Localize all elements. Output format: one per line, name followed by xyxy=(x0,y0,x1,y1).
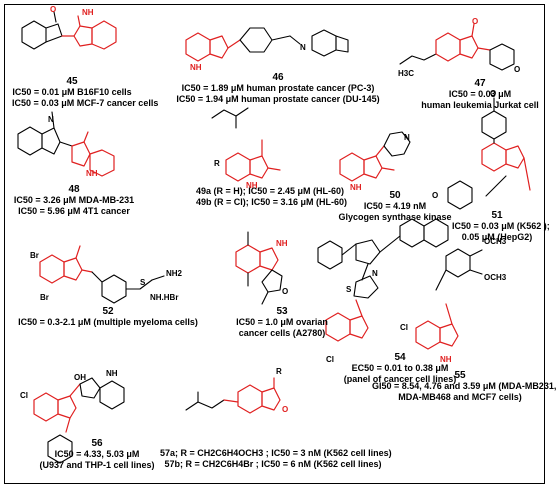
atom-cl-54: Cl xyxy=(326,355,334,364)
atom-r-49: R xyxy=(214,159,220,168)
caption-49: 49a (R = H); IC50 = 2.45 μM (HL-60) 49b … xyxy=(196,186,348,208)
caption-45-line-1: IC50 = 0.01 μM B16F10 cells xyxy=(12,87,132,97)
caption-47: 47 IC50 = 0.03 μM human leukemia Jurkat … xyxy=(420,78,540,111)
caption-54: 54 EC50 = 0.01 to 0.38 μM (panel of canc… xyxy=(342,352,458,385)
caption-56-line-1: IC50 = 4.33, 5.03 μM xyxy=(54,449,140,459)
atom-r-57: R xyxy=(276,367,282,376)
caption-47-line-2: human leukemia Jurkat cell xyxy=(421,100,539,110)
caption-46-line-1: IC50 = 1.89 μM human prostate cancer (PC… xyxy=(181,83,375,93)
caption-55-line-1: GI50 = 8.54, 4.76 and 3.59 μM (MDA-MB231… xyxy=(372,381,556,391)
atom-cl-55: Cl xyxy=(400,323,408,332)
caption-50: 50 IC50 = 4.19 nM Glycogen synthase kina… xyxy=(338,190,452,223)
atom-n-54: N xyxy=(372,269,378,278)
caption-51-line-2: 0.05 μM (HepG2) xyxy=(461,232,533,242)
structure-57 xyxy=(185,377,281,414)
caption-46-line-2: IC50 = 1.94 μM human prostate cancer (DU… xyxy=(176,94,380,104)
atom-nh-46: NH xyxy=(190,63,202,72)
atom-o2-51: O xyxy=(432,191,438,200)
compound-number-46: 46 xyxy=(272,72,284,83)
caption-55-line-2: MDA-MB468 and MCF7 cells) xyxy=(398,392,522,402)
atom-o-45: O xyxy=(50,5,56,14)
structure-53 xyxy=(235,231,283,305)
atom-nh-56: NH xyxy=(106,369,118,378)
caption-46: 46 IC50 = 1.89 μM human prostate cancer … xyxy=(168,72,388,105)
atom-nhhbr-52: NH.HBr xyxy=(150,293,178,302)
atom-o-47: O xyxy=(472,17,478,26)
atom-cl-56: Cl xyxy=(20,391,28,400)
caption-53: 53 IC50 = 1.0 μM ovarian cancer cells (A… xyxy=(232,306,332,339)
atom-nh-45: NH xyxy=(82,8,94,17)
atom-n-46: N xyxy=(300,43,306,52)
caption-48-line-1: IC50 = 3.26 μM MDA-MB-231 xyxy=(13,195,135,205)
atom-o-53: O xyxy=(282,287,288,296)
caption-45-line-2: IC50 = 0.03 μM MCF-7 cancer cells xyxy=(12,98,159,108)
atom-nh-55: NH xyxy=(440,355,452,364)
structure-45 xyxy=(21,11,117,50)
caption-52: 52 IC50 = 0.3-2.1 μM (multiple myeloma c… xyxy=(18,306,198,328)
atom-n-50: N xyxy=(404,133,410,142)
caption-53-line-1: IC50 = 1.0 μM ovarian xyxy=(236,317,328,327)
atom-o-51: O xyxy=(490,89,496,98)
atom-och3a-55: OCH3 xyxy=(484,237,507,246)
figure-frame xyxy=(4,4,545,484)
atom-ome-47: O xyxy=(514,65,520,74)
caption-45: 45 IC50 = 0.01 μM B16F10 cells IC50 = 0.… xyxy=(12,76,159,109)
caption-51: 51 IC50 = 0.03 μM (K562 ); 0.05 μM (HepG… xyxy=(452,210,550,243)
structure-51 xyxy=(447,97,531,210)
structure-54 xyxy=(317,218,449,342)
atom-s-54: S xyxy=(346,285,352,294)
caption-49-line-1: 49a (R = H); IC50 = 2.45 μM (HL-60) xyxy=(196,186,345,196)
caption-48-line-2: IC50 = 5.96 μM 4T1 cancer xyxy=(18,206,130,216)
atom-nh-50: NH xyxy=(350,183,362,192)
caption-57-line-2: 57b; R = CH2C6H4Br ; IC50 = 6 nM (K562 c… xyxy=(164,459,382,469)
atom-s-52: S xyxy=(140,278,146,287)
structure-55 xyxy=(415,248,483,350)
atom-och3b-55: OCH3 xyxy=(484,273,507,282)
atom-oh-56: OH xyxy=(74,373,86,382)
caption-48: 48 IC50 = 3.26 μM MDA-MB-231 IC50 = 5.96… xyxy=(8,184,140,217)
caption-49-line-2: 49b (R = Cl); IC50 = 3.16 μM (HL-60) xyxy=(196,197,348,207)
compound-number-47: 47 xyxy=(474,78,486,89)
caption-57-line-1: 57a; R = CH2C6H4OCH3 ; IC50 = 3 nM (K562… xyxy=(160,448,392,458)
compound-number-45: 45 xyxy=(66,76,78,87)
caption-54-line-2: (panel of cancer cell lines) xyxy=(343,374,457,384)
atom-nh-49: NH xyxy=(246,181,258,190)
compound-number-55: 55 xyxy=(454,370,466,381)
structure-50 xyxy=(339,131,411,182)
compound-number-56: 56 xyxy=(91,438,103,449)
caption-55: 55 GI50 = 8.54, 4.76 and 3.59 μM (MDA-MB… xyxy=(372,370,556,403)
caption-47-line-1: IC50 = 0.03 μM xyxy=(448,89,512,99)
atom-nh-53: NH xyxy=(276,239,288,248)
atom-h3c-47: H3C xyxy=(398,69,414,78)
structure-46 xyxy=(185,27,349,62)
atom-br1-52: Br xyxy=(30,251,39,260)
atom-o-57: O xyxy=(282,405,288,414)
compound-number-48: 48 xyxy=(68,184,80,195)
caption-52-line-1: IC50 = 0.3-2.1 μM (multiple myeloma cell… xyxy=(18,317,198,327)
structure-52 xyxy=(39,245,165,304)
caption-53-line-2: cancer cells (A2780) xyxy=(238,328,326,338)
caption-57: 57a; R = CH2C6H4OCH3 ; IC50 = 3 nM (K562… xyxy=(160,448,392,470)
caption-50-line-2: Glycogen synthase kinase xyxy=(338,212,452,222)
caption-54-line-1: EC50 = 0.01 to 0.38 μM xyxy=(351,363,449,373)
compound-number-52: 52 xyxy=(102,306,114,317)
compound-number-50: 50 xyxy=(389,190,401,201)
compound-number-51: 51 xyxy=(491,210,503,221)
structure-48 xyxy=(17,111,115,177)
atom-nh2-52: NH2 xyxy=(166,269,183,278)
caption-56-line-2: (U937 and THP-1 cell lines) xyxy=(39,460,155,470)
structure-47 xyxy=(399,23,515,71)
caption-50-line-1: IC50 = 4.19 nM xyxy=(363,201,427,211)
caption-51-line-1: IC50 = 0.03 μM (K562 ); xyxy=(452,221,550,231)
atom-br2-52: Br xyxy=(40,293,49,302)
structure-56 xyxy=(33,377,125,464)
atom-nh-48: NH xyxy=(86,169,98,178)
compound-number-54: 54 xyxy=(394,352,406,363)
compound-number-53: 53 xyxy=(276,306,288,317)
structure-49 xyxy=(211,107,281,182)
atom-n-48: N xyxy=(48,115,54,124)
caption-56: 56 IC50 = 4.33, 5.03 μM (U937 and THP-1 … xyxy=(22,438,172,471)
